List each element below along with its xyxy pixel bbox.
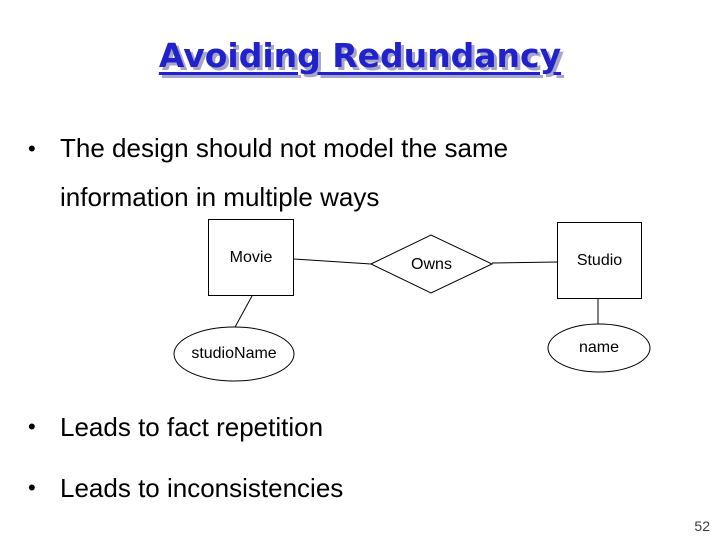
bullet-text-line-2: information in multiple ways xyxy=(60,182,380,212)
bullet-marker: • xyxy=(28,136,36,161)
owns-diamond-shape xyxy=(369,234,494,294)
connector-movie-studioname xyxy=(233,295,253,330)
slide-title: Avoiding Redundancy xyxy=(158,36,562,75)
attribute-studioname-label: studioName xyxy=(191,345,277,362)
entity-studio-label: Studio xyxy=(576,251,623,269)
entity-movie-label: Movie xyxy=(229,248,273,266)
bullet-text: Leads to fact repetition xyxy=(60,412,324,442)
attribute-name-label: name xyxy=(578,339,620,356)
bullet-item-inconsistencies: • Leads to inconsistencies xyxy=(28,473,343,503)
bullet-item-fact-repetition: • Leads to fact repetition xyxy=(28,412,323,442)
bullet-item-design: • The design should not model the same i… xyxy=(28,124,588,222)
page-number: 52 xyxy=(694,518,710,534)
relationship-owns-label: Owns xyxy=(411,256,452,273)
studioname-ellipse xyxy=(173,326,295,382)
bullet-marker: • xyxy=(28,414,36,439)
name-ellipse xyxy=(547,323,651,373)
bullet-text: Leads to inconsistencies xyxy=(60,473,344,503)
entity-movie: Movie xyxy=(208,219,294,296)
connector-movie-owns xyxy=(293,258,372,265)
connector-owns-studio xyxy=(491,261,558,264)
entity-studio: Studio xyxy=(557,222,642,299)
bullet-text-line-1: The design should not model the same xyxy=(60,133,509,163)
bullet-text: The design should not model the same inf… xyxy=(60,124,508,222)
bullet-marker: • xyxy=(28,475,36,500)
